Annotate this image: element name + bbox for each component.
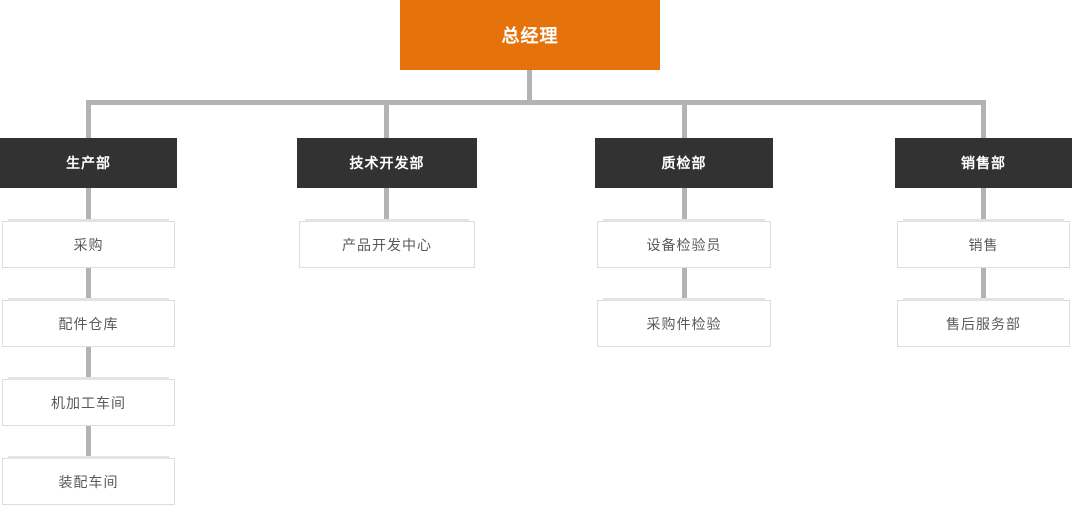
- node-assembly-workshop: 装配车间: [2, 456, 175, 505]
- connector-production-child-4: [86, 426, 91, 458]
- node-sales: 销售: [897, 219, 1070, 268]
- node-product-development-center: 产品开发中心: [299, 219, 475, 268]
- node-purchased-parts-inspection: 采购件检验: [597, 298, 771, 347]
- connector-horizontal-line: [86, 100, 984, 105]
- connector-root-stub: [527, 70, 532, 100]
- connector-sales-stub: [981, 100, 986, 138]
- node-quality-inspection-dept: 质检部: [595, 138, 773, 188]
- connector-sales-child-1: [981, 188, 986, 221]
- node-production-dept: 生产部: [0, 138, 177, 188]
- connector-qc-child-2: [682, 268, 687, 300]
- connector-techdev-stub: [384, 100, 389, 138]
- node-parts-warehouse: 配件仓库: [2, 298, 175, 347]
- node-after-sales-service: 售后服务部: [897, 298, 1070, 347]
- node-general-manager: 总经理: [400, 0, 660, 70]
- node-tech-development-dept: 技术开发部: [297, 138, 477, 188]
- connector-production-child-2: [86, 268, 91, 300]
- connector-production-child-3: [86, 347, 91, 379]
- node-equipment-inspector: 设备检验员: [597, 219, 771, 268]
- connector-qc-stub: [682, 100, 687, 138]
- connector-techdev-child-1: [384, 188, 389, 221]
- node-machining-workshop: 机加工车间: [2, 377, 175, 426]
- connector-production-child-1: [86, 188, 91, 221]
- node-sales-dept: 销售部: [895, 138, 1072, 188]
- connector-qc-child-1: [682, 188, 687, 221]
- connector-production-stub: [86, 100, 91, 138]
- node-purchasing: 采购: [2, 219, 175, 268]
- connector-sales-child-2: [981, 268, 986, 300]
